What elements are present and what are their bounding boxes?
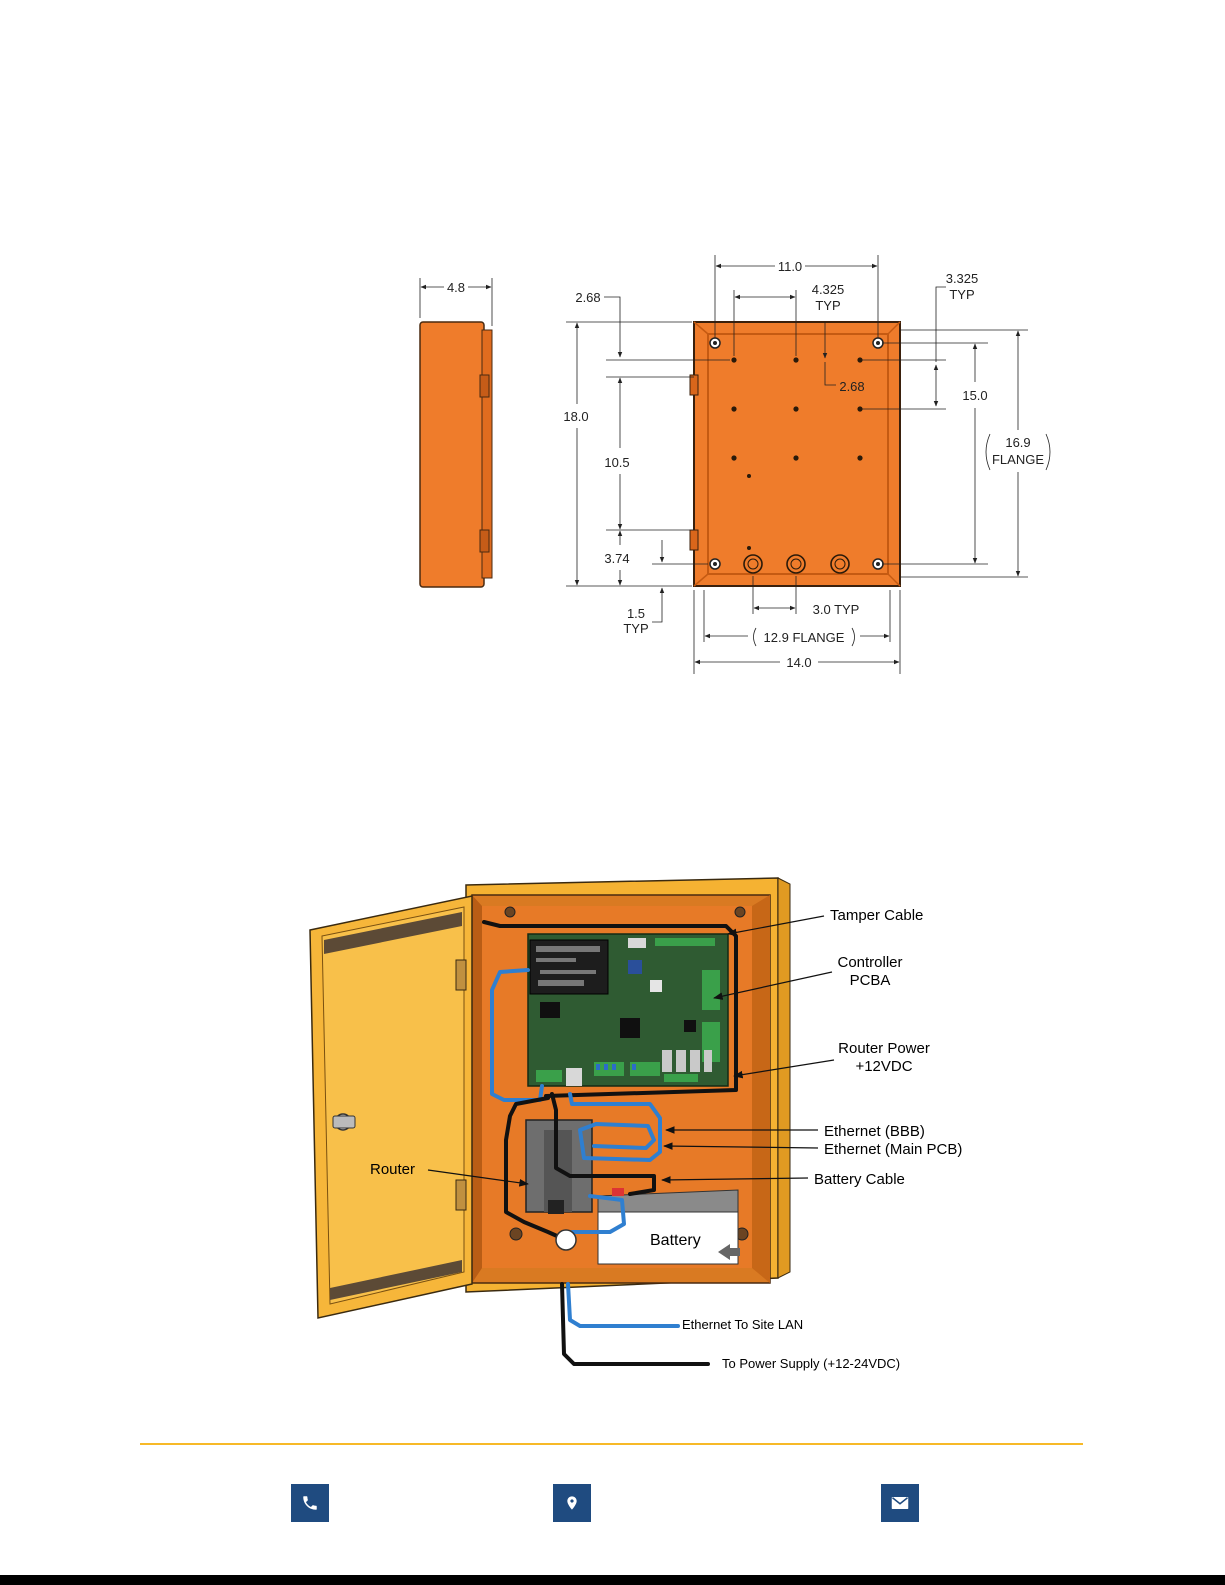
label-controller-line1: Controller: [837, 954, 902, 971]
controller-pcba: [528, 934, 728, 1086]
label-ethernet-site-lan: Ethernet To Site LAN: [682, 1317, 803, 1332]
label-power-supply: To Power Supply (+12-24VDC): [722, 1356, 900, 1371]
location-pin-icon: [564, 1494, 580, 1512]
site-lan-cable: [568, 1284, 678, 1326]
label-controller-line2: PCBA: [850, 972, 891, 989]
location-button[interactable]: [553, 1484, 591, 1522]
label-ethernet-main: Ethernet (Main PCB): [824, 1141, 962, 1158]
label-battery: Battery: [650, 1232, 701, 1249]
label-router-power-line1: Router Power: [838, 1040, 930, 1057]
cable-grommet: [556, 1230, 576, 1250]
cabinet-door: [310, 896, 472, 1318]
label-tamper-cable: Tamper Cable: [830, 907, 923, 924]
label-ethernet-bbb: Ethernet (BBB): [824, 1123, 925, 1140]
enclosure-wiring-diagram: Tamper Cable Controller PCBA Router Powe…: [0, 0, 1225, 1420]
phone-button[interactable]: [291, 1484, 329, 1522]
footer-divider: [140, 1443, 1083, 1445]
envelope-icon: [891, 1495, 909, 1511]
label-router: Router: [370, 1161, 415, 1178]
label-battery-cable: Battery Cable: [814, 1171, 905, 1188]
phone-icon: [301, 1494, 319, 1512]
label-router-power-line2: +12VDC: [855, 1058, 912, 1075]
page-bottom-bar: [0, 1575, 1225, 1585]
email-button[interactable]: [881, 1484, 919, 1522]
